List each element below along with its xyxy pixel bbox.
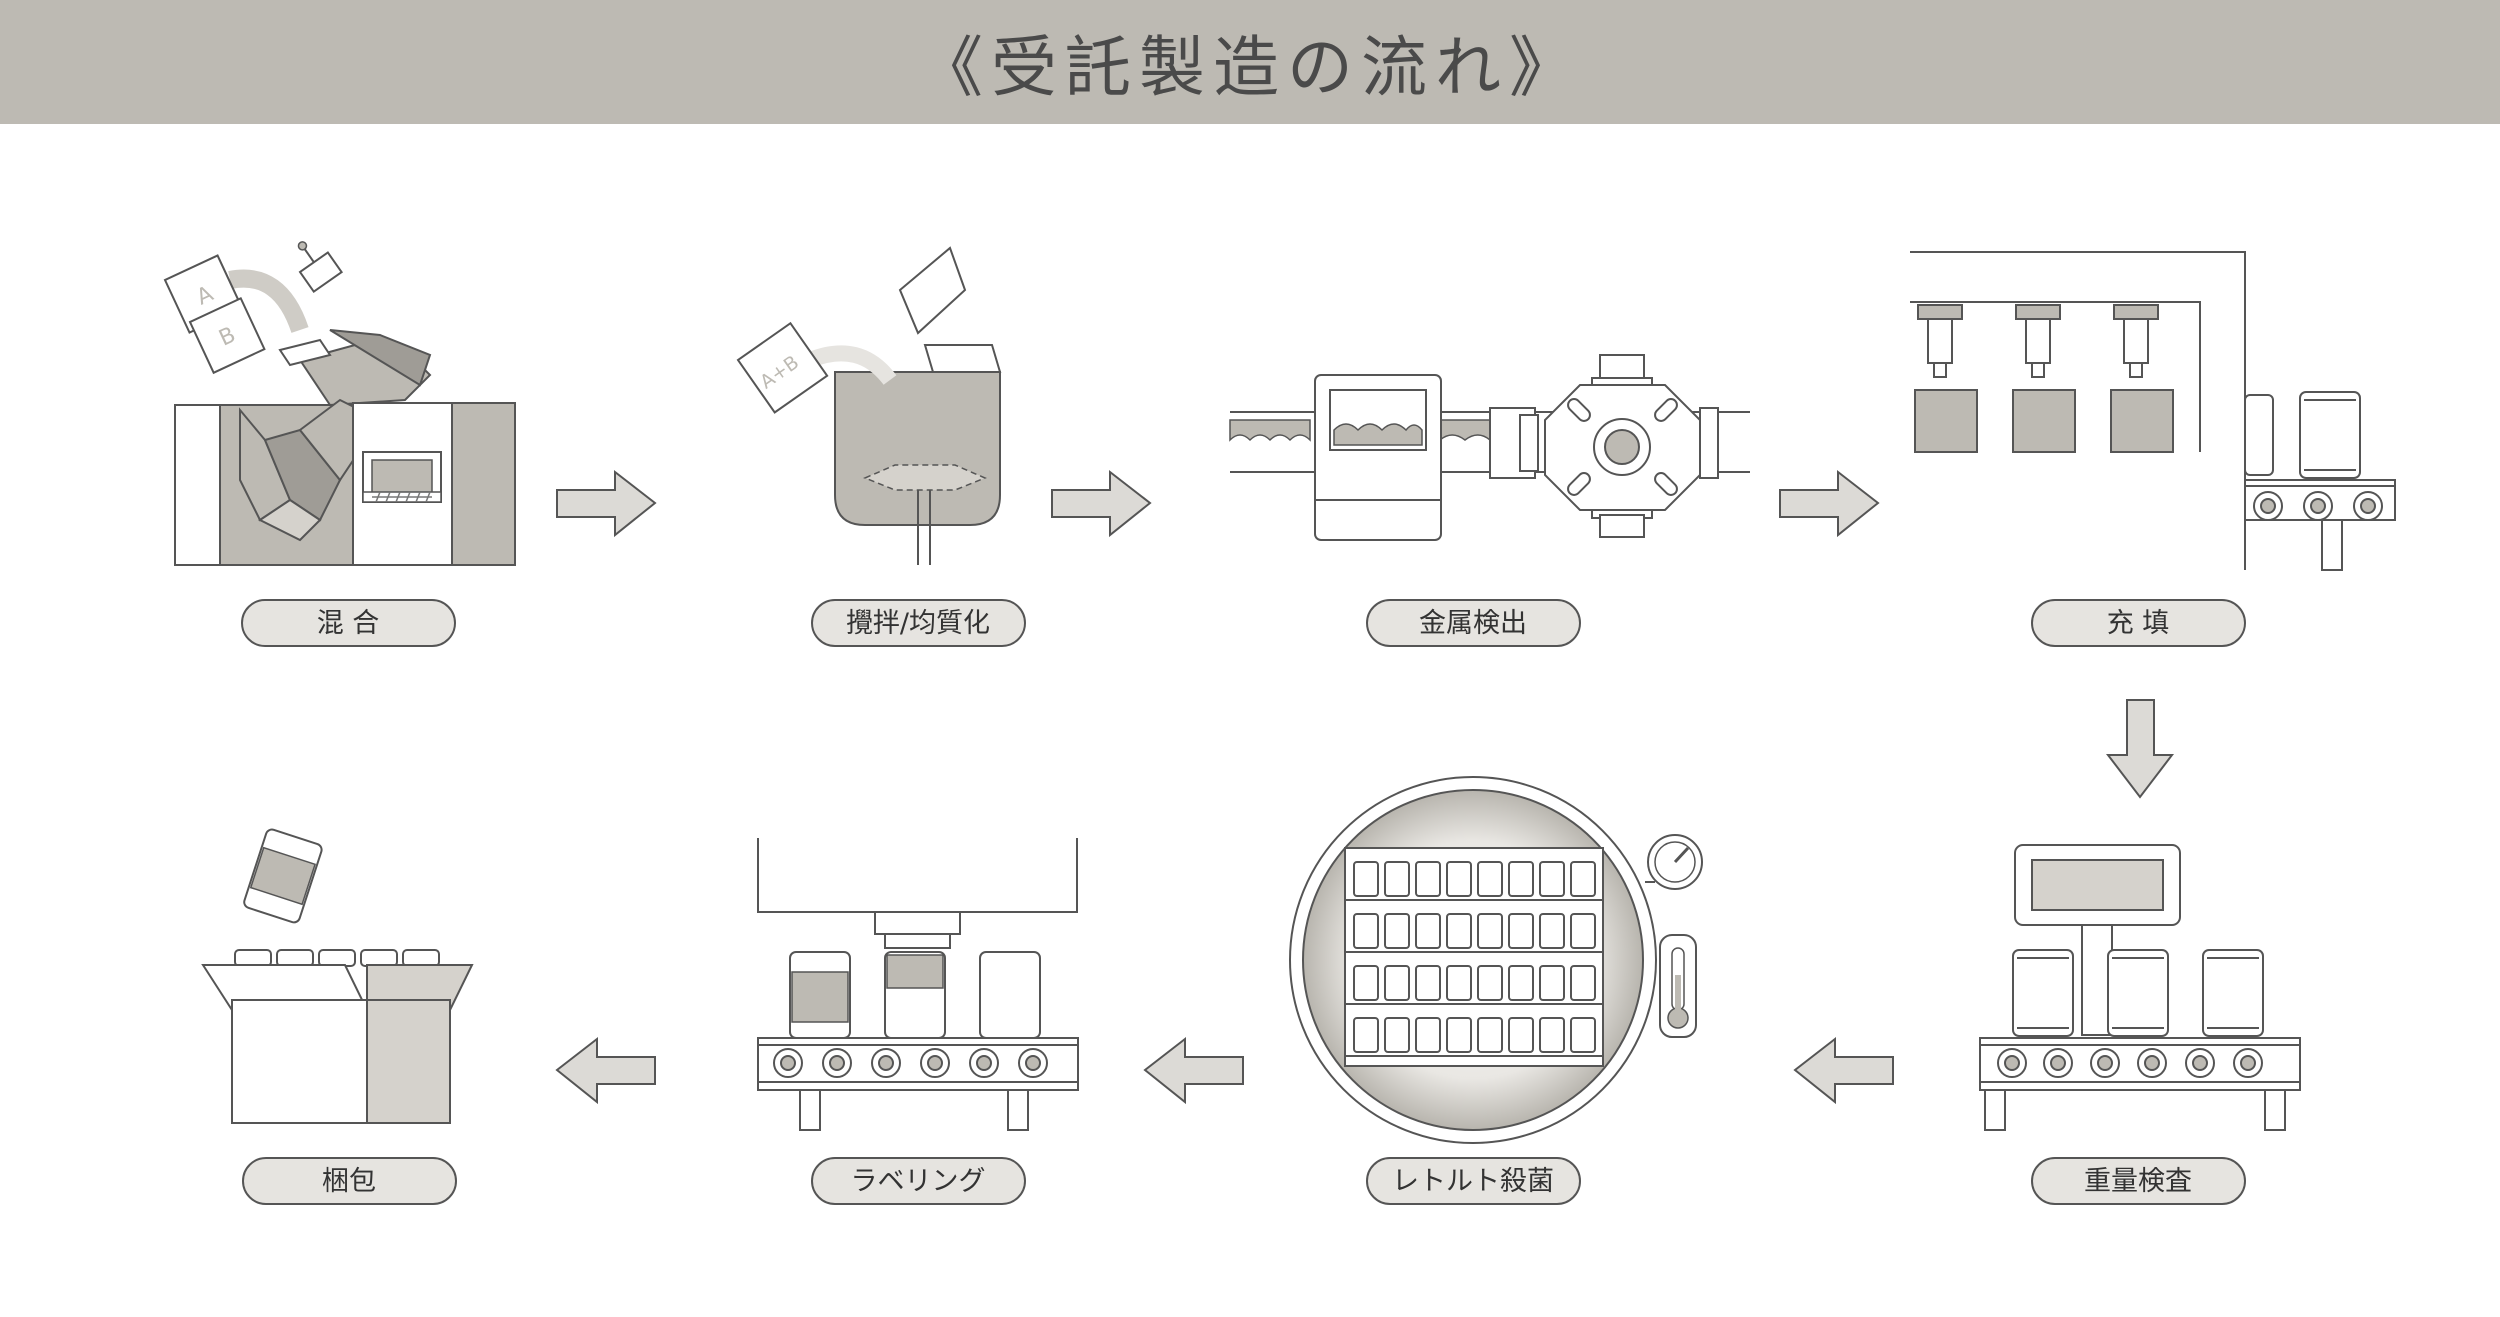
retort-can <box>1539 913 1565 949</box>
retort-can <box>1353 965 1379 1001</box>
arrow-right-icon <box>1051 469 1152 538</box>
step-label-stirring: 攪拌/均質化 <box>811 599 1026 647</box>
step-label-weight-check: 重量検査 <box>2031 1157 2246 1205</box>
weight-check-illustration <box>1979 844 2301 1131</box>
retort-sterilization-illustration <box>1289 776 1703 1144</box>
retort-can <box>1477 861 1503 897</box>
retort-can <box>1384 965 1410 1001</box>
svg-text:攪拌/均質化: 攪拌/均質化 <box>846 608 990 639</box>
packing-illustration <box>201 828 474 1124</box>
svg-text:梱包: 梱包 <box>322 1166 376 1197</box>
retort-can <box>1477 1017 1503 1053</box>
retort-can <box>1539 965 1565 1001</box>
arrow-right-icon <box>556 469 657 538</box>
retort-can <box>1508 913 1534 949</box>
retort-can <box>1446 965 1472 1001</box>
svg-text:レトルト殺菌: レトルト殺菌 <box>1392 1166 1554 1197</box>
arrow-right-icon <box>1779 469 1880 538</box>
mixing-illustration: A B <box>163 241 516 566</box>
step-label-metal-detection: 金属検出 <box>1366 599 1581 647</box>
svg-text:ラベリング: ラベリング <box>851 1166 986 1197</box>
step-label-packing: 梱包 <box>242 1157 457 1205</box>
header-bar: 《受託製造の流れ》 <box>0 0 2500 124</box>
step-label-retort: レトルト殺菌 <box>1366 1157 1581 1205</box>
retort-can <box>1353 1017 1379 1053</box>
svg-text:重量検査: 重量検査 <box>2084 1166 2192 1197</box>
retort-can <box>1446 861 1472 897</box>
svg-text:混 合: 混 合 <box>317 608 380 639</box>
retort-can <box>1415 913 1441 949</box>
arrow-left-icon <box>555 1036 656 1105</box>
retort-can <box>1539 861 1565 897</box>
filling-illustration <box>1910 251 2396 571</box>
arrow-left-icon <box>1143 1036 1244 1105</box>
retort-can <box>1353 861 1379 897</box>
retort-can <box>1570 965 1596 1001</box>
svg-text:充 填: 充 填 <box>2107 608 2170 639</box>
retort-can <box>1570 861 1596 897</box>
metal-detector-illustration <box>1229 354 1750 541</box>
retort-can <box>1384 861 1410 897</box>
retort-can <box>1415 1017 1441 1053</box>
retort-can <box>1508 1017 1534 1053</box>
retort-can <box>1446 1017 1472 1053</box>
retort-can <box>1477 965 1503 1001</box>
arrow-left-icon <box>1793 1036 1894 1105</box>
labeling-illustration <box>757 838 1079 1131</box>
retort-can <box>1570 1017 1596 1053</box>
arrow-down-icon <box>2105 699 2175 799</box>
step-label-mixing: 混 合 <box>241 599 456 647</box>
svg-text:金属検出: 金属検出 <box>1419 608 1527 639</box>
retort-can <box>1353 913 1379 949</box>
retort-can <box>1508 965 1534 1001</box>
retort-can <box>1477 913 1503 949</box>
retort-can <box>1384 1017 1410 1053</box>
retort-can <box>1415 965 1441 1001</box>
retort-can-grid <box>1345 861 1603 1057</box>
page-title: 《受託製造の流れ》 <box>917 29 1583 106</box>
retort-can <box>1508 861 1534 897</box>
retort-can <box>1570 913 1596 949</box>
retort-can <box>1539 1017 1565 1053</box>
retort-can <box>1415 861 1441 897</box>
step-label-labeling: ラベリング <box>811 1157 1026 1205</box>
step-label-filling: 充 填 <box>2031 599 2246 647</box>
retort-can <box>1384 913 1410 949</box>
retort-can <box>1446 913 1472 949</box>
stirring-illustration: A+B <box>736 246 1002 565</box>
